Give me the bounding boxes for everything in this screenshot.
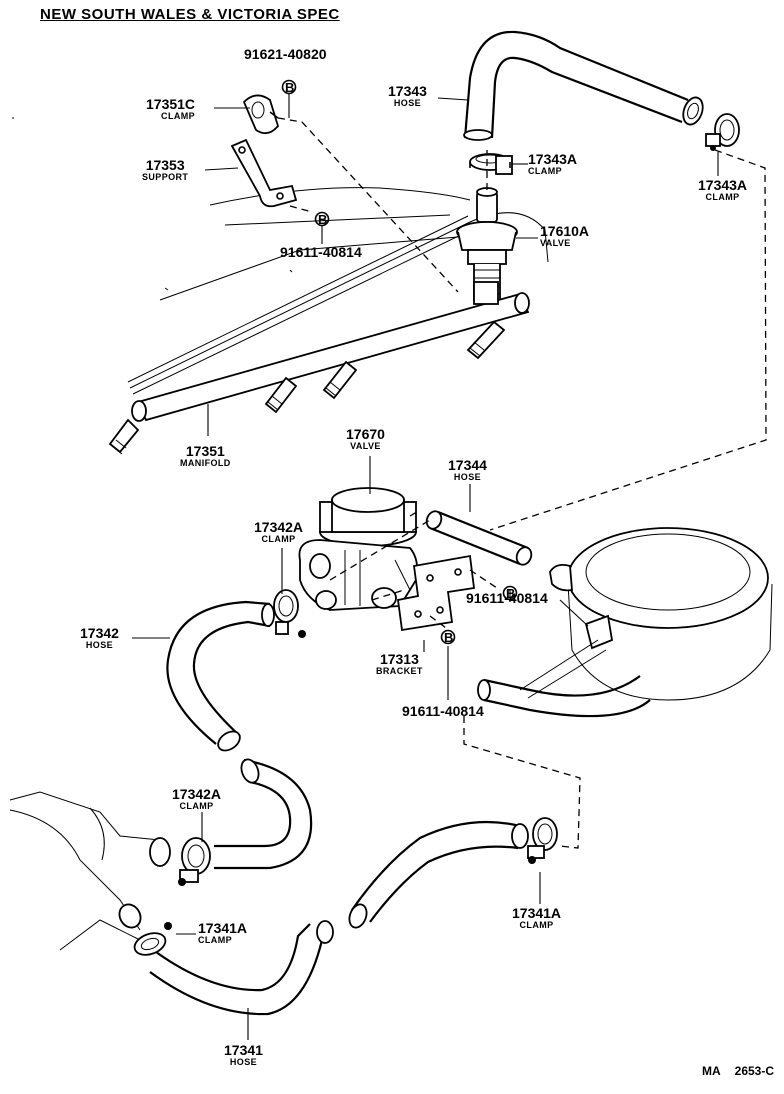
part-number: 91621-40820 <box>244 46 327 62</box>
part-number: 17351 <box>185 443 225 459</box>
part-name: CLAMP <box>261 534 296 544</box>
part-number: 17341A <box>512 905 562 921</box>
part-number: 17343A <box>528 151 578 167</box>
label-17342A-lower: 17342A CLAMP <box>172 787 221 811</box>
part-name: CLAMP <box>528 166 562 176</box>
bracket-17313 <box>396 554 476 632</box>
label-17313-bracket: 17313 BRACKET <box>376 652 423 676</box>
part-number: 17343 <box>388 83 427 99</box>
leader-17343 <box>437 97 469 101</box>
clamp-17341A-left <box>133 922 172 956</box>
part-name: CLAMP <box>198 935 232 945</box>
part-number: 17313 <box>379 651 419 667</box>
part-name: SUPPORT <box>142 172 189 182</box>
hose-17343 <box>463 30 704 141</box>
bolt-letter: B <box>444 630 454 645</box>
label-17343A-middle: 17343A CLAMP <box>528 152 577 176</box>
label-17610A: 17610A VALVE <box>540 224 589 248</box>
label-17342-hose: 17342 HOSE <box>80 626 119 650</box>
part-name: HOSE <box>453 472 482 482</box>
label-17353: 17353 SUPPORT <box>142 158 188 182</box>
part-name: CLAMP <box>705 192 740 202</box>
clamp-17342A-upper <box>273 589 306 638</box>
part-name: VALVE <box>540 238 571 248</box>
page-heading: NEW SOUTH WALES & VICTORIA SPEC <box>40 6 340 23</box>
label-91611-40814-low: 91611-40814 <box>402 704 484 718</box>
part-number: 17353 <box>145 157 185 173</box>
part-name: HOSE <box>393 98 422 108</box>
drawing-code-number: 2653-C <box>734 1064 774 1078</box>
clamp-17342A-lower <box>178 837 211 886</box>
label-91611-40814-mid: 91611-40814 <box>466 591 548 605</box>
leader-to-housing <box>559 599 589 627</box>
bolt-marker-91621-40820 <box>281 79 297 95</box>
hose-17342-lower <box>214 758 313 870</box>
drawing-code: MA 2653-C <box>702 1064 774 1078</box>
part-number: 17341A <box>198 920 248 936</box>
part-number: 17342 <box>80 625 119 641</box>
bolt-marker-91611-40814-low <box>440 629 456 645</box>
leader-lines <box>132 93 719 1040</box>
part-number: 91611-40814 <box>466 590 548 606</box>
part-number: 17341 <box>224 1042 263 1058</box>
leader-17353 <box>204 167 239 171</box>
label-91621-40820: 91621-40820 <box>244 47 327 61</box>
part-name: CLAMP <box>519 920 554 930</box>
part-name: BRACKET <box>376 666 423 676</box>
drawing-code-prefix: MA <box>701 1064 721 1078</box>
part-number: 17670 <box>346 426 385 442</box>
part-number: 17343A <box>698 177 748 193</box>
valve-17670 <box>298 487 419 611</box>
clamp-17351C <box>242 94 280 135</box>
label-17343A-right: 17343A CLAMP <box>698 178 747 202</box>
label-17343-hose: 17343 HOSE <box>388 84 427 108</box>
label-17670-valve: 17670 VALVE <box>346 427 385 451</box>
clamp-17343A-right <box>705 113 740 151</box>
part-number: 17610A <box>540 223 590 239</box>
part-number: 17344 <box>448 457 487 473</box>
part-name: HOSE <box>85 640 114 650</box>
bolt-letter: B <box>506 586 516 601</box>
part-number: 17342A <box>254 519 304 535</box>
label-17342A-upper: 17342A CLAMP <box>254 520 303 544</box>
label-17351C: 17351C CLAMP <box>146 97 195 121</box>
part-number: 17351C <box>146 96 196 112</box>
label-91611-40814-top: 91611-40814 <box>280 245 362 259</box>
part-name: MANIFOLD <box>180 458 231 468</box>
manifold-17351 <box>108 281 530 455</box>
bolt-letter: B <box>285 80 295 95</box>
bolt-marker-91611-40814-mid <box>502 585 518 601</box>
bolt-markers <box>281 79 518 645</box>
lower-left-body <box>9 791 171 951</box>
part-number: 91611-40814 <box>402 703 484 719</box>
part-number: 17342A <box>172 786 222 802</box>
clamp-17341A-right <box>527 817 558 864</box>
label-17344-hose: 17344 HOSE <box>448 458 487 482</box>
bolt-letter: B <box>318 212 328 227</box>
label-17341A-left: 17341A CLAMP <box>198 921 247 945</box>
hose-17344 <box>425 510 533 566</box>
engine-head-outline <box>12 117 549 395</box>
support-17353 <box>230 138 298 208</box>
hose-17341 <box>149 820 529 1016</box>
dashed-assembly-lines <box>277 117 767 849</box>
part-number: 91611-40814 <box>280 244 362 260</box>
part-name: CLAMP <box>161 111 196 121</box>
pipe-to-air-cleaner <box>477 675 651 718</box>
label-17351-manifold: 17351 MANIFOLD <box>180 444 231 468</box>
clamp-17343A-middle <box>469 153 513 175</box>
bolt-marker-91611-40814-top <box>314 211 330 227</box>
hose-17342 <box>166 600 275 752</box>
valve-17610A <box>456 187 518 301</box>
part-name: CLAMP <box>179 801 214 811</box>
label-17341-hose: 17341 HOSE <box>224 1043 263 1067</box>
air-cleaner-housing <box>519 527 773 701</box>
label-17341A-right: 17341A CLAMP <box>512 906 561 930</box>
part-name: VALVE <box>350 441 381 451</box>
part-name: HOSE <box>229 1057 258 1067</box>
